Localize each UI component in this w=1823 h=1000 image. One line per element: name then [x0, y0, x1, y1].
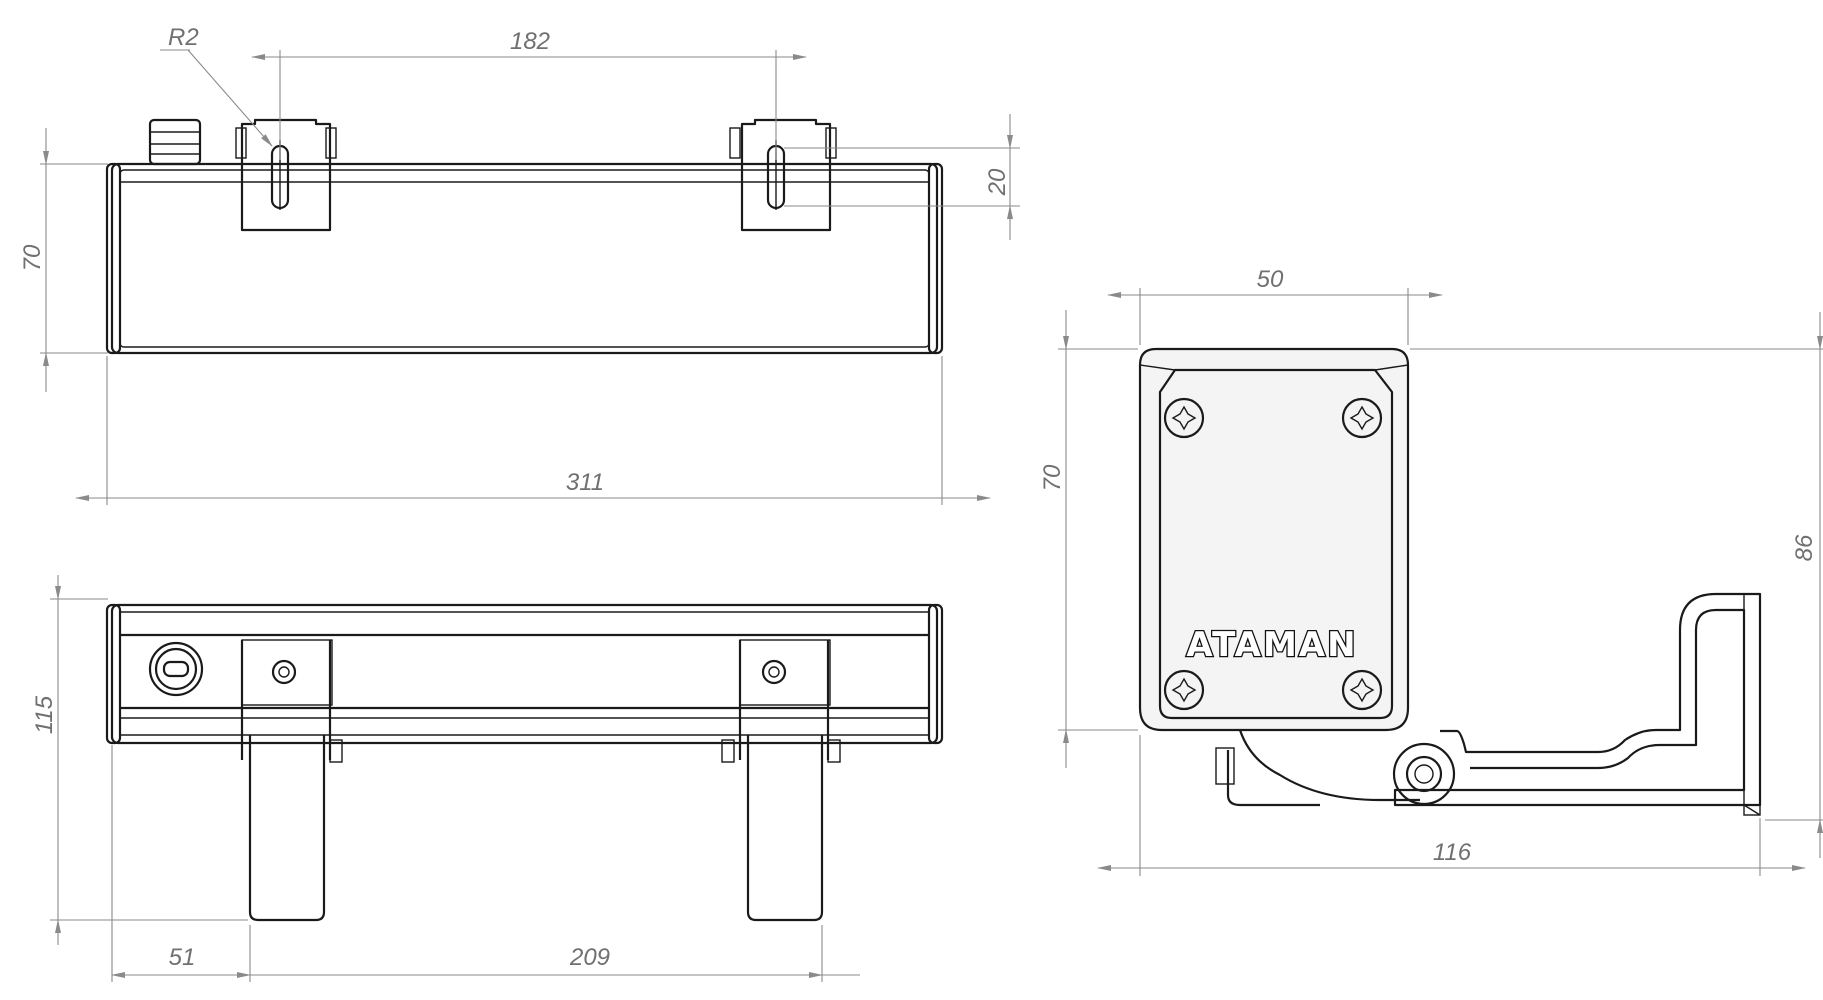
bracket-left-side [235, 118, 337, 232]
side-view: 182 R2 20 70 311 [19, 24, 1020, 505]
screw-bottom-left-icon [1163, 669, 1205, 711]
bracket-right-top [721, 639, 841, 922]
dim-bracket-span: 209 [569, 944, 610, 971]
top-view: 115 51 209 [31, 575, 944, 982]
dim-top-depth: 115 [31, 695, 58, 734]
dim-bracket-inset: 51 [169, 944, 196, 971]
cable-gland-top [148, 641, 204, 697]
dim-end-total-height: 86 [1791, 534, 1818, 561]
dim-end-total-depth: 116 [1433, 839, 1472, 866]
dim-bracket-offset: 20 [984, 168, 1011, 196]
cable-gland-side [148, 118, 202, 166]
dim-end-height: 70 [1039, 464, 1066, 491]
bracket-right-side [729, 118, 837, 232]
dim-bracket-spacing: 182 [510, 28, 550, 55]
dim-overall-length: 311 [566, 469, 604, 496]
screw-bottom-right-icon [1341, 669, 1383, 711]
hinge-end [1215, 729, 1456, 807]
dim-radius: R2 [168, 24, 199, 51]
screw-top-right-icon [1341, 397, 1383, 439]
mount-bracket-end [1393, 592, 1762, 816]
dim-end-width: 50 [1257, 266, 1284, 293]
brand-label: ATAMAN [1186, 625, 1357, 665]
screw-top-left-icon [1163, 397, 1205, 439]
end-view: ATAMAN 50 70 [1039, 266, 1823, 876]
bracket-left-top [240, 639, 343, 922]
dim-side-height: 70 [19, 244, 46, 271]
